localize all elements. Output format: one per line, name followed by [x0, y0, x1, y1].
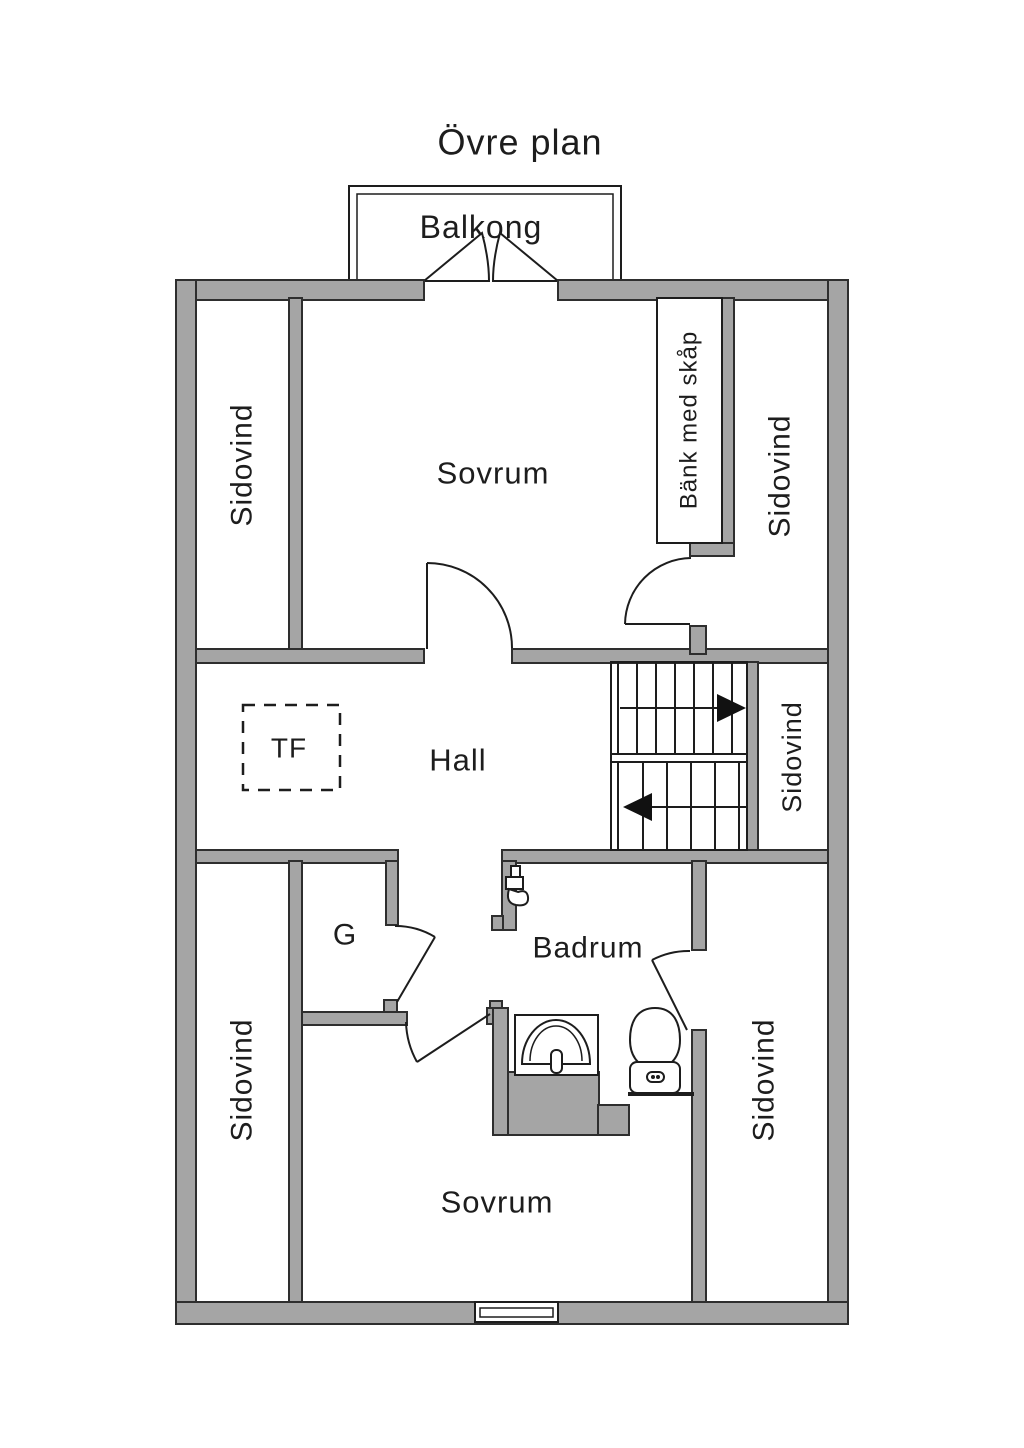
balcony-door-icon	[421, 231, 561, 282]
door-bathroom	[651, 949, 691, 1031]
room-label-sidovind-top-right: Sidovind	[764, 414, 797, 537]
interior-walls	[195, 297, 829, 1303]
room-label-closet-g: G	[333, 919, 357, 952]
room-label-hall: Hall	[429, 743, 486, 778]
toilet-icon	[628, 1006, 682, 1094]
sink-icon	[514, 1014, 599, 1076]
bench-label: Bänk med skåp	[676, 331, 703, 509]
room-label-sidovind-bottom-right: Sidovind	[748, 1018, 781, 1141]
balcony-outline	[348, 185, 622, 281]
radiator-icon	[505, 865, 530, 907]
room-label-bathroom: Badrum	[532, 932, 643, 965]
door-bedroom-top	[426, 562, 513, 649]
room-label-bedroom-top: Sovrum	[437, 456, 550, 491]
room-label-bedroom-bottom: Sovrum	[441, 1185, 554, 1220]
door-closet-g	[394, 924, 436, 1003]
room-label-sidovind-mid-right: Sidovind	[777, 701, 807, 813]
room-label-sidovind-bottom-left: Sidovind	[226, 1018, 259, 1141]
page-title: Övre plan	[437, 122, 602, 163]
staircase	[610, 661, 748, 851]
door-sidovind-top-right	[624, 557, 692, 625]
bench-outline	[656, 297, 723, 544]
tf-label: TF	[271, 733, 307, 764]
room-label-sidovind-top-left: Sidovind	[226, 403, 259, 526]
stairs-down-arrow-icon	[623, 793, 746, 821]
door-bedroom-bottom	[405, 1013, 491, 1063]
window-icon	[474, 1301, 559, 1323]
stairs-up-arrow-icon	[620, 694, 746, 722]
tf-dashed-box	[241, 703, 342, 792]
